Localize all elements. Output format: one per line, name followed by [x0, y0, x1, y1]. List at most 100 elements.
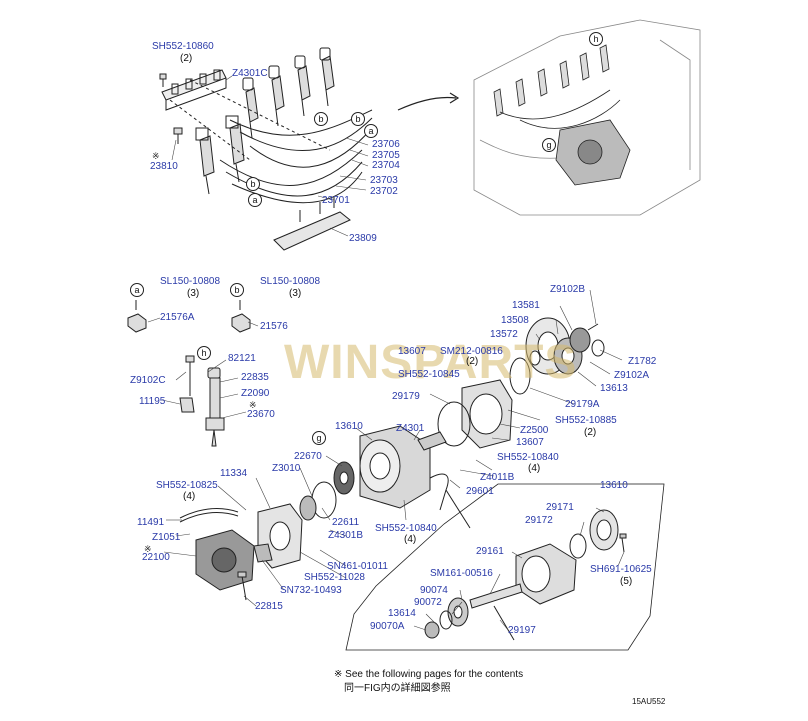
injector-single [179, 355, 225, 447]
clip-21576 [231, 300, 251, 333]
qty-sh691: (5) [620, 576, 633, 587]
label-13581: 13581 [512, 300, 540, 311]
label-sh691: SH691-10625 [590, 564, 652, 575]
qty-sl150-b: (3) [289, 288, 302, 299]
nut-90070a [424, 621, 440, 639]
label-z4011b: Z4011B [480, 472, 515, 483]
watermark: WINSPARTS [284, 336, 578, 389]
ref-circle-a2: a [248, 193, 262, 207]
diagram-code: 15AU552 [632, 697, 666, 706]
label-13613: 13613 [600, 383, 628, 394]
injector-rail-assembly [161, 47, 373, 251]
ref-circle-g: g [542, 138, 556, 152]
label-23810: 23810 [150, 161, 178, 172]
label-23670: 23670 [247, 409, 275, 420]
label-z2500: Z2500 [520, 425, 549, 436]
label-z2090: Z2090 [241, 388, 270, 399]
label-z9102b: Z9102B [550, 284, 586, 295]
label-11195: 11195 [139, 396, 166, 407]
engine-pump [555, 119, 631, 186]
label-13508: 13508 [501, 315, 529, 326]
adapter-housing-13607 [461, 379, 513, 449]
label-22815: 22815 [255, 601, 283, 612]
detail-box-13610 [345, 483, 665, 651]
qty-sm212: (2) [466, 356, 479, 367]
label-90074: 90074 [420, 585, 448, 596]
footnote-jp: 同一FIG内の詳細図参照 [344, 683, 451, 694]
leader-lines [147, 75, 664, 631]
qty-sh552-10840b: (4) [404, 534, 417, 545]
fuel-line-29601 [429, 473, 471, 529]
gasket-29179a [509, 357, 531, 395]
label-13607: 13607 [516, 437, 544, 448]
label-29179: 29179 [392, 391, 420, 402]
label-29197: 29197 [508, 625, 536, 636]
label-sm212: SM212-00816 [440, 346, 503, 357]
label-sn732: SN732-10493 [280, 585, 342, 596]
hub-z3010 [299, 495, 317, 521]
ref-circle-b2: b [351, 112, 365, 126]
label-22100: 22100 [142, 552, 170, 563]
pipe-11491 [179, 508, 239, 523]
label-sh552-10885: SH552-10885 [555, 415, 617, 426]
label-22835: 22835 [241, 372, 269, 383]
bolt-sh552-10860 [159, 73, 167, 87]
label-13610-top: 13610 [335, 421, 363, 432]
housing-29161 [515, 543, 577, 605]
label-sh552-10840b: SH552-10840 [375, 523, 437, 534]
ref-circle-b1: b [314, 112, 328, 126]
label-29179a: 29179A [565, 399, 600, 410]
label-z1782: Z1782 [628, 356, 657, 367]
mark-23810: ※ [152, 151, 160, 161]
seal-29172 [569, 533, 587, 559]
qty-sh552-10825: (4) [183, 491, 196, 502]
label-sh552-10825: SH552-10825 [156, 480, 218, 491]
label-13610-box: 13610 [600, 480, 628, 491]
label-90072: 90072 [414, 597, 442, 608]
injector-row-upper [242, 47, 335, 139]
label-z9102c: Z9102C [130, 375, 166, 386]
label-11334: 11334 [220, 468, 248, 479]
footnote-symbol: ※ [334, 669, 343, 680]
label-sn461: SN461-01011 [327, 561, 388, 572]
label-21576: 21576 [260, 321, 288, 332]
label-z4301b: Z4301B [328, 530, 364, 541]
engine-view [473, 19, 701, 216]
label-z4301: Z4301 [396, 423, 425, 434]
mark-22100: ※ [144, 544, 152, 554]
coupling-22670 [333, 461, 355, 495]
ref-circle-g2: g [312, 431, 326, 445]
label-z3010: Z3010 [272, 463, 301, 474]
label-23702: 23702 [370, 186, 398, 197]
shaft-29197 [469, 583, 523, 641]
ref-circle-h2: h [197, 346, 211, 360]
label-sl150-a: SL150-10808 [160, 276, 221, 287]
label-82121: 82121 [228, 353, 256, 364]
footnote-en: ※ See the following pages for the conten… [334, 669, 523, 681]
label-13607-top: 13607 [398, 346, 426, 357]
label-sh552-10845: SH552-10845 [398, 369, 460, 380]
arrow-to-engine [397, 96, 457, 111]
label-29172: 29172 [525, 515, 553, 526]
label-23704: 23704 [372, 160, 400, 171]
label-11491: 11491 [137, 517, 165, 528]
ref-circle-h: h [589, 32, 603, 46]
qty-sh552-10885: (2) [584, 427, 597, 438]
pump-housing-13610 [359, 425, 447, 509]
label-21576a: 21576A [160, 312, 195, 323]
bearing-29171 [589, 509, 619, 551]
qty-sh552-10840a: (4) [528, 463, 541, 474]
qty-sl150-a: (3) [187, 288, 200, 299]
label-sl150-b: SL150-10808 [260, 276, 321, 287]
label-22611: 22611 [332, 517, 360, 528]
bearing-90074 [447, 597, 469, 627]
mark-23670: ※ [249, 400, 257, 410]
label-23703: 23703 [370, 175, 398, 186]
bolt-23810 [173, 127, 183, 144]
label-z4301c: Z4301C [232, 68, 268, 79]
bolt-sh691-10625 [619, 533, 627, 553]
label-sm161: SM161-00516 [430, 568, 493, 579]
label-sh552-11028: SH552-11028 [304, 572, 365, 583]
footnote-en-text: See the following pages for the contents [345, 669, 524, 680]
